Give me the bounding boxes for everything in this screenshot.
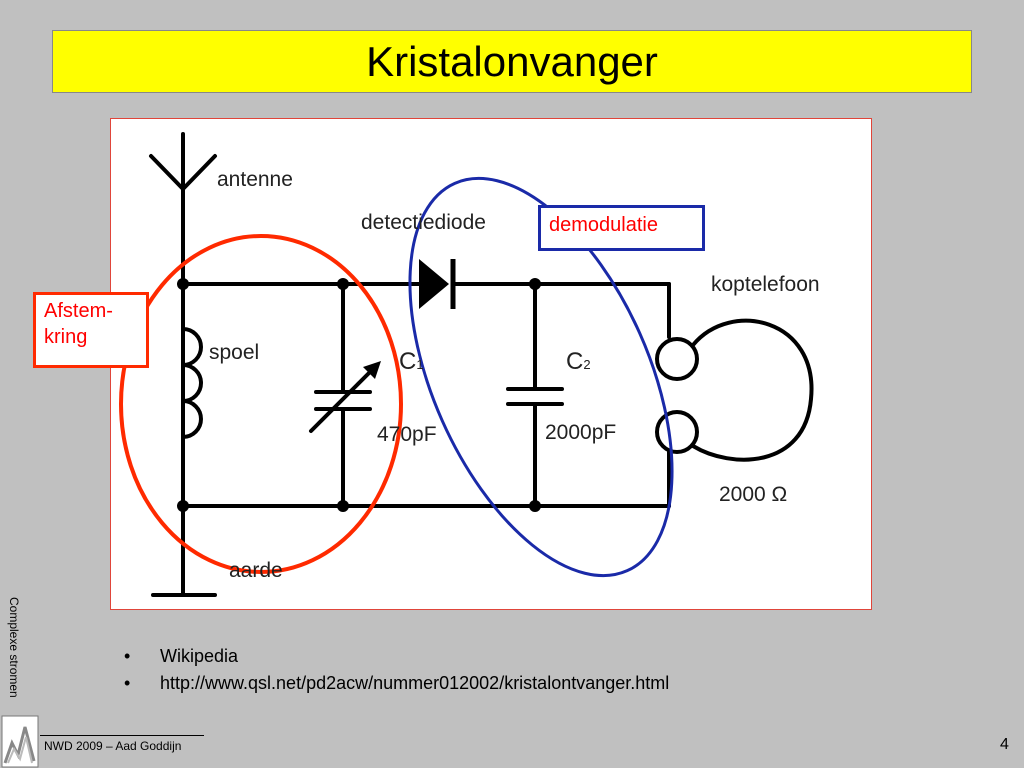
tuning-callout-line-2: kring — [44, 326, 88, 348]
junction-dot — [177, 500, 189, 512]
junction-dot — [529, 500, 541, 512]
label-c1-subscript: 1 — [416, 357, 423, 372]
demodulation-callout: demodulatie — [538, 205, 705, 251]
label-c2-letter: C — [566, 348, 583, 375]
earpiece-bottom — [655, 410, 699, 454]
label-antenne: antenne — [217, 168, 293, 191]
circuit-schematic: antenne detectiediode koptelefoon spoel … — [119, 132, 820, 597]
junction-dot — [177, 278, 189, 290]
label-c2-value: 2000pF — [545, 421, 616, 444]
tuning-circuit-callout: Afstem- kring — [33, 292, 149, 368]
antenna-right-arm — [181, 154, 217, 191]
diode-triangle — [419, 259, 449, 309]
circuit-diagram: antenne detectiediode koptelefoon spoel … — [110, 118, 872, 610]
label-c2-subscript: 2 — [583, 357, 590, 372]
logo-icon — [1, 715, 39, 768]
reference-item: • Wikipedia — [124, 643, 669, 670]
footer-text: NWD 2009 – Aad Goddijn — [44, 739, 182, 753]
reference-text: Wikipedia — [160, 646, 239, 666]
label-c2: C2 — [566, 348, 591, 375]
label-aarde: aarde — [229, 559, 283, 582]
coil-symbol — [181, 327, 203, 439]
slide-title: Kristalonvanger — [52, 30, 972, 93]
bullet-icon: • — [124, 646, 131, 666]
demodulation-ellipse — [408, 176, 674, 578]
junction-dot — [529, 278, 541, 290]
junction-dot — [337, 278, 349, 290]
earpiece-top — [655, 337, 699, 381]
page-number: 4 — [1000, 736, 1009, 753]
label-c1-value: 470pF — [377, 423, 437, 446]
c1-arrowhead — [363, 361, 381, 379]
side-label: Complexe stromen — [7, 597, 21, 698]
headband — [691, 318, 814, 462]
reference-item[interactable]: • http://www.qsl.net/pd2acw/nummer012002/… — [124, 670, 669, 697]
antenna-left-arm — [149, 154, 185, 191]
label-detectiediode: detectiediode — [361, 211, 486, 234]
reference-link[interactable]: http://www.qsl.net/pd2acw/nummer012002/k… — [160, 673, 670, 693]
label-c1-letter: C — [399, 348, 416, 375]
reference-list: • Wikipedia • http://www.qsl.net/pd2acw/nu… — [124, 643, 669, 697]
label-c1: C1 — [399, 348, 424, 375]
tuning-callout-line-1: Afstem- — [44, 300, 113, 322]
footer-divider — [40, 735, 204, 736]
label-impedance: 2000 Ω — [719, 483, 787, 506]
c1-variable-arrow — [309, 367, 375, 433]
bullet-icon: • — [124, 673, 131, 693]
label-spoel: spoel — [209, 341, 259, 364]
tuning-circuit-ellipse — [119, 234, 403, 574]
label-koptelefoon: koptelefoon — [711, 273, 820, 296]
junction-dot — [337, 500, 349, 512]
